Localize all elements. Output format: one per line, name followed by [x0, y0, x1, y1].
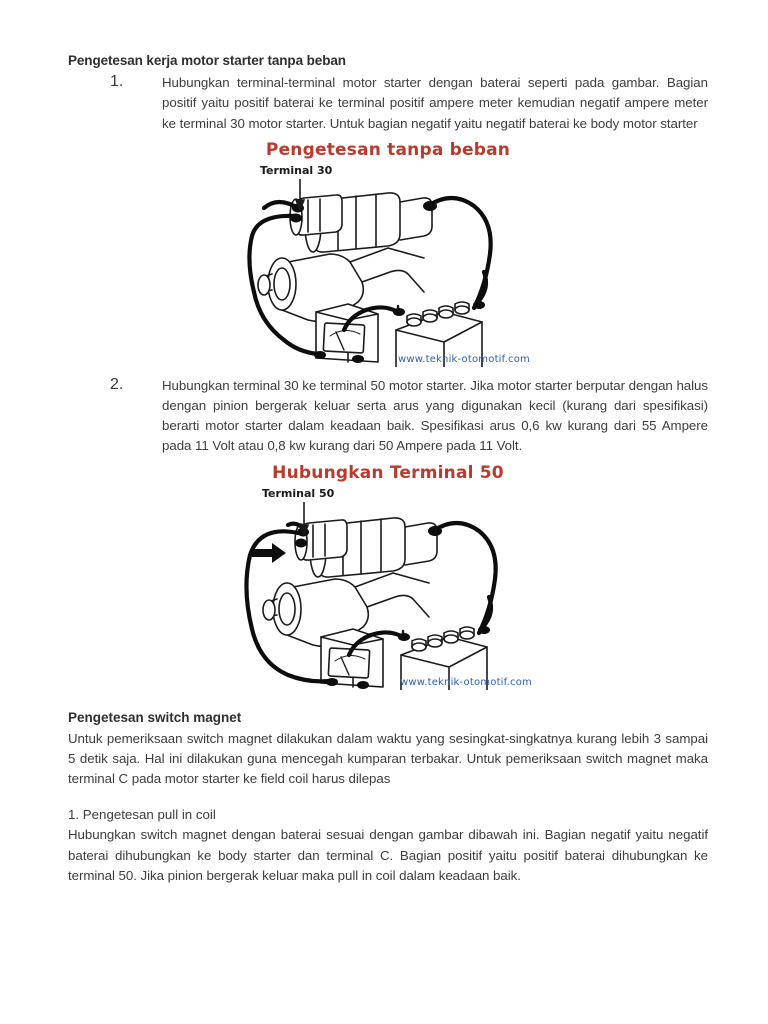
- list-number-1: 1.: [110, 73, 124, 91]
- figure-1-callout-label: Terminal 30: [260, 164, 333, 177]
- list-number-2: 2.: [110, 375, 124, 393]
- figure-2-watermark: www.teknik-otomotif.com: [399, 676, 532, 688]
- page-title: Pengetesan kerja motor starter tanpa beb…: [68, 53, 346, 68]
- figure-2-image: Terminal 50 www.teknik-otomotif.com: [238, 484, 538, 690]
- starter-motor-no-load-diagram: Terminal 30: [238, 161, 538, 367]
- pointer-arrow-icon: [252, 542, 286, 563]
- figure-2-title: Hubungkan Terminal 50: [272, 462, 504, 483]
- section-heading-switch-magnet: Pengetesan switch magnet: [68, 709, 242, 725]
- figure-1-image: Terminal 30 www.teknik-otomotif.com: [238, 161, 538, 367]
- item-1-text: Hubungkan terminal-terminal motor starte…: [162, 75, 708, 131]
- numbered-item-1: 1. Hubungkan terminal-terminal motor sta…: [110, 73, 708, 134]
- connect-terminal-50-diagram: Terminal 50: [238, 484, 538, 690]
- numbered-item-2: 2. Hubungkan terminal 30 ke terminal 50 …: [110, 376, 708, 457]
- item-2-text: Hubungkan terminal 30 ke terminal 50 mot…: [162, 377, 708, 454]
- subheading-pull-in-coil: 1. Pengetesan pull in coil: [68, 807, 216, 823]
- figure-1-watermark: www.teknik-otomotif.com: [397, 353, 530, 365]
- figure-2-callout-label: Terminal 50: [262, 487, 335, 500]
- paragraph-pull-in-coil: Hubungkan switch magnet dengan baterai s…: [68, 827, 708, 883]
- paragraph-switch-magnet: Untuk pemeriksaan switch magnet dilakuka…: [68, 730, 708, 786]
- figure-1: Pengetesan tanpa beban: [68, 140, 708, 372]
- figure-1-title: Pengetesan tanpa beban: [265, 139, 511, 160]
- figure-2: Hubungkan Terminal 50: [68, 463, 708, 695]
